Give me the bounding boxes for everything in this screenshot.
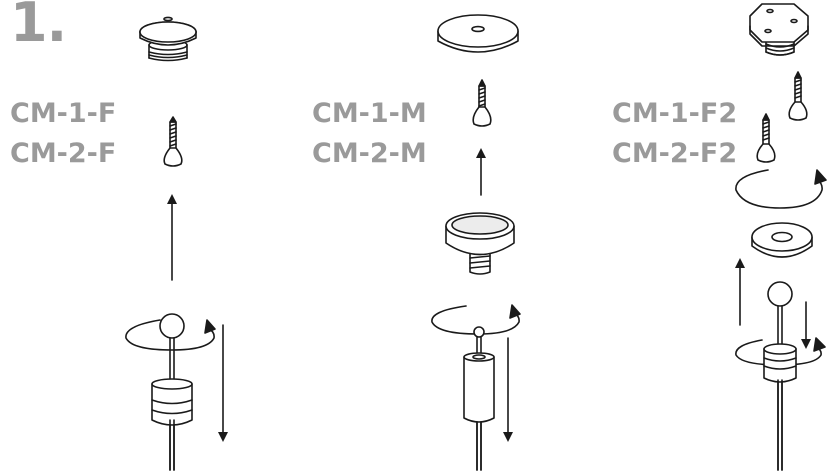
wire-with-sleeve-icon [151,313,193,471]
model-label-cm-2-f: CM-2-F [10,138,117,169]
flat-washer-icon [437,14,519,53]
magnet-cup-icon [445,212,515,275]
model-label-cm-1-f: CM-1-F [10,98,117,129]
model-label-cm-1-f2: CM-1-F2 [612,98,738,129]
rotate-arrow-icon [125,319,216,351]
step-number: 1. [10,0,67,54]
screw-icon [472,79,492,127]
screw-icon [163,116,183,167]
rotate-arrow-icon [735,169,827,209]
ring-washer-icon [751,222,813,258]
model-label-cm-1-m: CM-1-M [312,98,427,129]
model-label-cm-2-f2: CM-2-F2 [612,138,738,169]
screw-icon [788,71,808,121]
wire-with-sleeve-icon [763,281,797,471]
hex-magnet-icon [749,3,809,56]
model-label-cm-2-m: CM-2-M [312,138,427,169]
wire-with-ferrule-icon [463,326,495,471]
screw-icon [756,113,776,163]
magnet-button-icon [139,16,197,62]
